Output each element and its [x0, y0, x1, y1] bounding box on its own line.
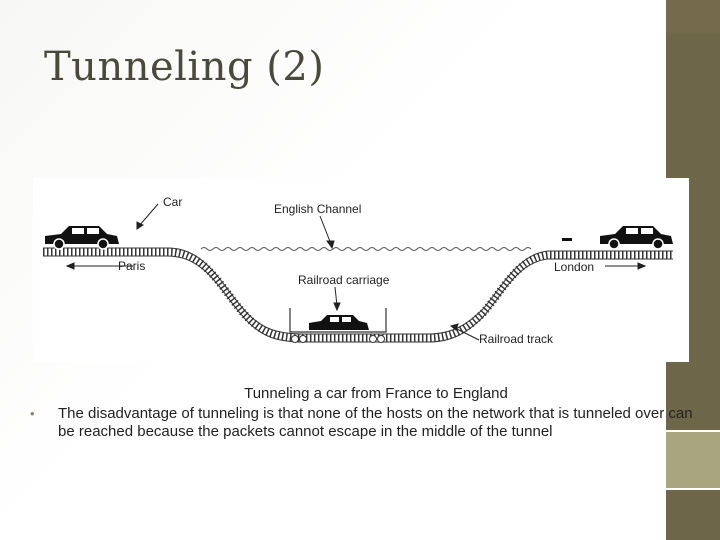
side-bar-top [666, 0, 720, 34]
label-railroad-track: Railroad track [479, 332, 554, 346]
bullet-list: • The disadvantage of tunneling is that … [30, 405, 702, 441]
side-bar-accent-block [666, 432, 720, 488]
small-marker [562, 238, 572, 241]
label-paris: Paris [118, 259, 145, 273]
label-car: Car [163, 195, 182, 209]
tunnel-diagram-svg: Car English Channel Paris London Railroa… [43, 195, 673, 346]
bullet-marker: • [30, 406, 35, 421]
label-english-channel: English Channel [274, 202, 361, 216]
bullet-item: • The disadvantage of tunneling is that … [30, 405, 702, 441]
bullet-text: The disadvantage of tunneling is that no… [58, 405, 693, 440]
slide-title: Tunneling (2) [44, 44, 325, 90]
railroad-track-path [43, 248, 673, 342]
channel-water-line [200, 247, 532, 251]
label-london: London [554, 260, 594, 274]
car-right [600, 226, 673, 250]
tunnel-diagram: Car English Channel Paris London Railroa… [33, 178, 689, 362]
side-bar-bottom [666, 490, 720, 540]
label-railroad-carriage: Railroad carriage [298, 273, 390, 287]
car-left [45, 226, 119, 250]
railroad-carriage [289, 308, 387, 343]
figure-caption: Tunneling a car from France to England [244, 385, 508, 402]
